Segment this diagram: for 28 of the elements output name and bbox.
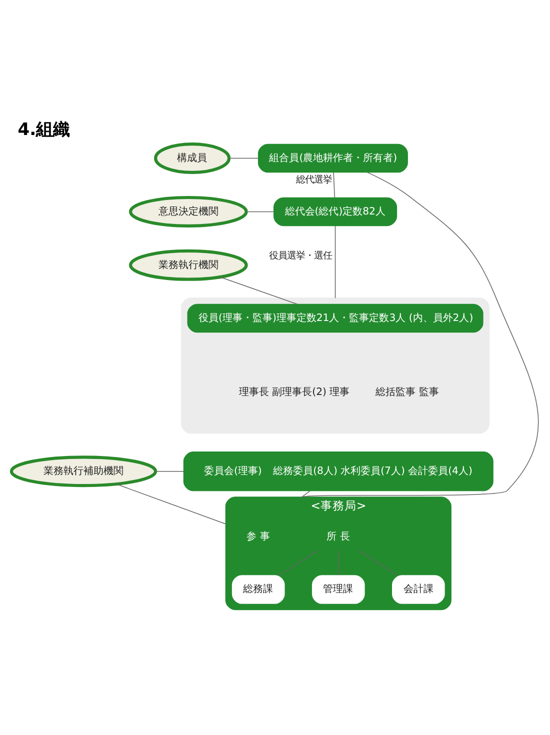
node-ellipse: 業務執行機関 xyxy=(128,249,248,281)
node-box: 委員会(理事) 総務委員(8人) 水利委員(7人) 会計委員(4人) xyxy=(183,452,494,492)
connector xyxy=(229,158,259,159)
connector xyxy=(278,550,318,576)
node-box: 総代会(総代)定数82人 xyxy=(274,197,398,226)
connector xyxy=(301,172,539,498)
node-box: 管理課 xyxy=(312,575,365,604)
diagram-title: 4.組織 xyxy=(18,120,70,140)
connector xyxy=(338,550,339,576)
node-ellipse: 構成員 xyxy=(154,142,231,174)
node-text: 参 事 xyxy=(246,531,270,542)
connector xyxy=(220,276,298,305)
node-box: 組合員(農地耕作者・所有者) xyxy=(258,144,408,173)
connector xyxy=(301,490,310,498)
node-box: 総務課 xyxy=(232,575,285,604)
edge-label: 役員選挙・選任 xyxy=(269,250,332,262)
connector xyxy=(116,484,226,524)
connector xyxy=(334,225,336,298)
connector xyxy=(155,470,184,472)
connector xyxy=(246,211,274,212)
node-text: 所 長 xyxy=(326,531,350,542)
edge-label: 総代選挙 xyxy=(296,174,332,186)
connector xyxy=(333,172,336,198)
node-ellipse: 業務執行補助機関 xyxy=(10,456,158,488)
node-box: 会計課 xyxy=(392,575,445,604)
node-box: 役員(理事・監事)理事定数21人・監事定数3人 (内、員外2人) xyxy=(187,304,484,333)
connector xyxy=(358,550,398,576)
node-ellipse: 意思決定機関 xyxy=(128,196,248,228)
